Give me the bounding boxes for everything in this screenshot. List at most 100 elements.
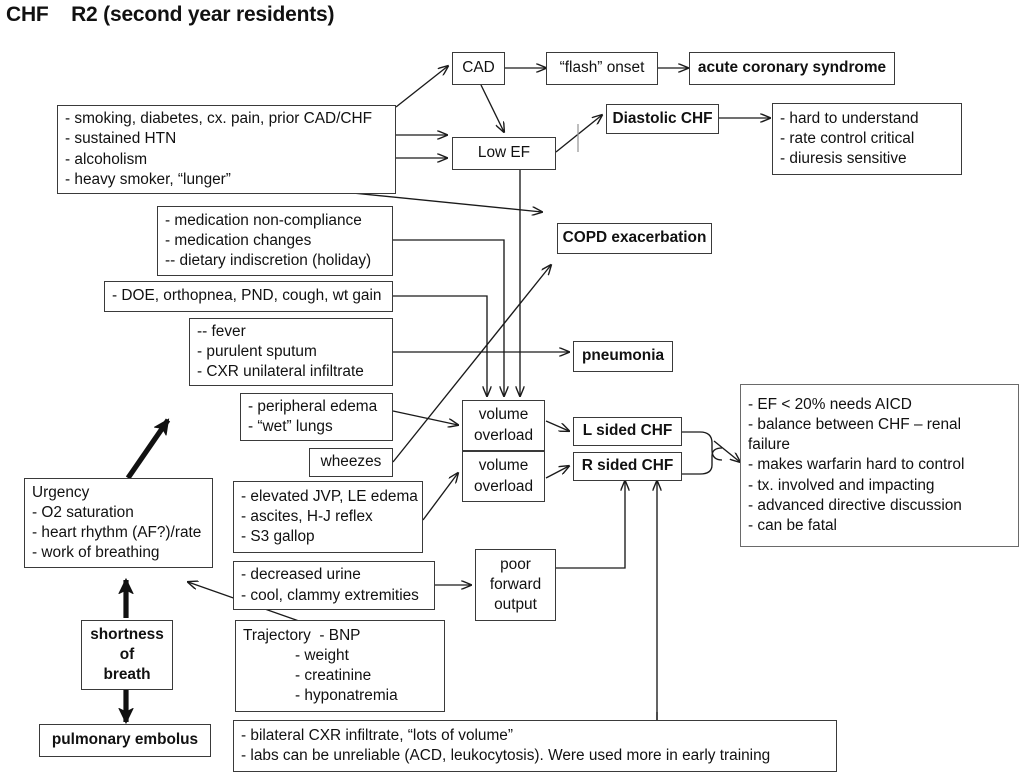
edge-risk-to-cad (395, 66, 448, 108)
forward-signs-line-2: - cool, clammy extremities (241, 586, 419, 604)
node-doe[interactable]: - DOE, orthopnea, PND, cough, wt gain (104, 281, 393, 312)
node-forward-signs[interactable]: - decreased urine - cool, clammy extremi… (233, 561, 435, 610)
acs-label: acute coronary syndrome (697, 59, 887, 77)
risk-factors-line-4: - heavy smoker, “lunger” (65, 170, 231, 188)
page-title: CHF R2 (second year residents) (6, 3, 335, 26)
node-copd-exacerbation[interactable]: COPD exacerbation (557, 223, 712, 254)
infection-line-3: - CXR unilateral infiltrate (197, 363, 364, 381)
diastolic-details-line-2: - rate control critical (780, 129, 915, 147)
risk-factors-line-2: - sustained HTN (65, 130, 177, 148)
right-signs-line-1: - elevated JVP, LE edema (241, 487, 418, 505)
node-shortness-of-breath[interactable]: shortness of breath (81, 620, 173, 690)
edema-line-2: - “wet” lungs (248, 418, 333, 435)
node-right-signs[interactable]: - elevated JVP, LE edema - ascites, H-J … (233, 481, 423, 553)
right-signs-line-2: - ascites, H-J reflex (241, 507, 373, 525)
edema-line-1: - peripheral edema (248, 397, 378, 415)
node-l-sided-chf[interactable]: L sided CHF (573, 417, 682, 446)
urgency-line-3: - heart rhythm (AF?)/rate (32, 524, 202, 541)
urgency-line-1: Urgency (32, 483, 90, 501)
volume-right-line-1: volume (478, 457, 529, 475)
edge-cad-to-lowef (480, 84, 504, 132)
poor-forward-line-2: forward (489, 575, 542, 593)
diastolic-details-line-3: - diuresis sensitive (780, 150, 907, 167)
right-signs-line-3: - S3 gallop (241, 528, 315, 545)
node-diastolic-details[interactable]: - hard to understand - rate control crit… (772, 103, 962, 175)
diastolic-chf-label: Diastolic CHF (612, 109, 713, 127)
pneumonia-label: pneumonia (581, 347, 665, 365)
chf-implications-line-1: - EF < 20% needs AICD (748, 396, 912, 414)
edge-lowef-to-diastolic (555, 115, 602, 153)
doe-label: - DOE, orthopnea, PND, cough, wt gain (112, 287, 382, 305)
poor-forward-line-1: poor (500, 555, 531, 573)
forward-signs-line-1: - decreased urine (241, 566, 361, 584)
edge-urgency-to-volume-thick (125, 420, 171, 480)
edge-rchf-brace (682, 447, 723, 475)
labs-line-2: - labs can be unreliable (ACD, leukocyto… (241, 747, 771, 764)
wheezes-label: wheezes (320, 453, 382, 471)
node-volume-overload-right[interactable]: volume overload (462, 451, 545, 502)
infection-line-2: - purulent sputum (197, 343, 317, 360)
cad-label: CAD (462, 59, 495, 77)
edge-output-to-rchf (556, 481, 625, 569)
chf-implications-line-6: - advanced directive discussion (748, 496, 962, 514)
volume-left-line-2: overload (473, 426, 534, 444)
diastolic-details-line-1: - hard to understand (780, 109, 919, 127)
pulmonary-embolus-label: pulmonary embolus (51, 731, 199, 749)
node-r-sided-chf[interactable]: R sided CHF (573, 452, 682, 481)
node-acute-coronary-syndrome[interactable]: acute coronary syndrome (689, 52, 895, 85)
urgency-line-2: - O2 saturation (32, 503, 134, 521)
chf-implications-line-4: - makes warfarin hard to control (748, 456, 965, 474)
poor-forward-line-3: output (494, 596, 537, 613)
medication-line-2: - medication changes (165, 231, 312, 249)
node-medication[interactable]: - medication non-compliance - medication… (157, 206, 393, 276)
copd-label: COPD exacerbation (562, 229, 707, 247)
sob-line-3: breath (103, 666, 151, 683)
edge-medication-to-volume (392, 239, 504, 396)
infection-line-1: -- fever (197, 322, 246, 340)
volume-left-line-1: volume (478, 406, 529, 424)
labs-line-1: - bilateral CXR infiltrate, “lots of vol… (241, 726, 513, 744)
node-edema[interactable]: - peripheral edema - “wet” lungs (240, 393, 393, 441)
chf-implications-line-3: failure (748, 436, 790, 454)
edge-brace-to-implications (713, 440, 740, 462)
volume-right-line-2: overload (473, 477, 534, 495)
edge-volume-to-lchf (545, 420, 569, 431)
flash-onset-label: “flash” onset (559, 59, 645, 77)
sob-line-2: of (119, 645, 135, 663)
edge-lchf-brace (682, 431, 723, 461)
risk-factors-line-1: - smoking, diabetes, cx. pain, prior CAD… (65, 110, 373, 128)
low-ef-label: Low EF (477, 144, 531, 162)
trajectory-line-3: - creatinine (295, 667, 372, 684)
edge-rightsigns-to-volume (422, 473, 458, 521)
chf-implications-line-7: - can be fatal (748, 516, 837, 534)
node-urgency[interactable]: Urgency - O2 saturation - heart rhythm (… (24, 478, 213, 568)
risk-factors-line-3: - alcoholism (65, 150, 148, 168)
node-labs[interactable]: - bilateral CXR infiltrate, “lots of vol… (233, 720, 837, 772)
node-poor-forward-output[interactable]: poor forward output (475, 549, 556, 621)
node-cad[interactable]: CAD (452, 52, 505, 85)
chf-implications-line-5: - tx. involved and impacting (748, 476, 935, 494)
node-diastolic-chf[interactable]: Diastolic CHF (606, 104, 719, 134)
node-flash-onset[interactable]: “flash” onset (546, 52, 658, 85)
node-volume-overload-left[interactable]: volume overload (462, 400, 545, 451)
node-pneumonia[interactable]: pneumonia (573, 341, 673, 372)
urgency-line-4: - work of breathing (32, 544, 160, 562)
node-infection[interactable]: -- fever - purulent sputum - CXR unilate… (189, 318, 393, 386)
trajectory-line-4: - hyponatremia (295, 687, 398, 705)
node-chf-implications[interactable]: - EF < 20% needs AICD - balance between … (740, 384, 1019, 547)
edge-edema-to-volume (392, 410, 458, 425)
trajectory-line-2: - weight (295, 646, 349, 664)
edge-volume-to-rchf (545, 466, 569, 479)
l-sided-chf-label: L sided CHF (582, 422, 673, 440)
sob-line-1: shortness (90, 625, 164, 643)
node-low-ef[interactable]: Low EF (452, 137, 556, 170)
node-pulmonary-embolus[interactable]: pulmonary embolus (39, 724, 211, 757)
medication-line-1: - medication non-compliance (165, 211, 362, 229)
node-risk-factors[interactable]: - smoking, diabetes, cx. pain, prior CAD… (57, 105, 396, 194)
node-trajectory[interactable]: Trajectory - BNP - weight - creatinine -… (235, 620, 445, 712)
chf-implications-line-2: - balance between CHF – renal (748, 416, 962, 434)
edge-doe-to-volume (393, 295, 487, 396)
medication-line-3: -- dietary indiscretion (holiday) (165, 252, 372, 269)
node-wheezes[interactable]: wheezes (309, 448, 393, 477)
